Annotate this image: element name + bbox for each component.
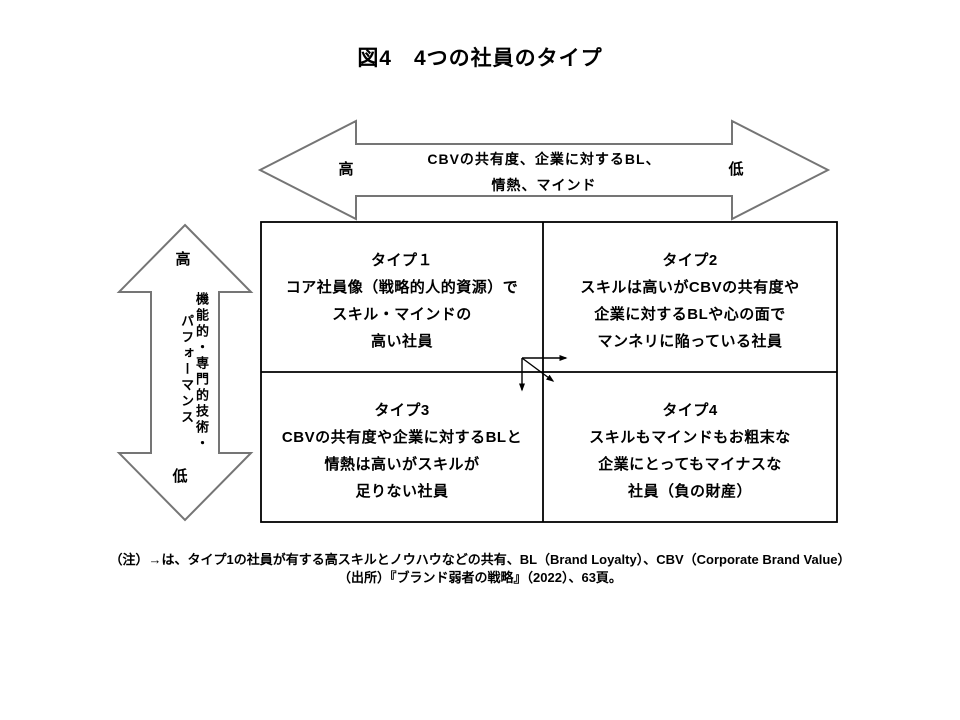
- quadrant-type2-line1: スキルは高いがCBVの共有度や: [580, 279, 800, 296]
- v-axis-title-line2: パフォーマンス: [179, 314, 195, 426]
- horizontal-double-arrow-icon: [257, 119, 831, 221]
- v-axis-title-line1: 機能的・専門的技術・: [194, 292, 209, 452]
- quadrant-type4-line3: 社員（負の財産）: [627, 483, 752, 500]
- quadrant-type2-line3: マンネリに陥っている社員: [597, 333, 783, 350]
- quadrant-type1-title: タイプ１: [370, 252, 433, 269]
- quadrant-type4: タイプ4 スキルもマインドもお粗末な 企業にとってもマイナスな 社員（負の財産）: [543, 372, 837, 522]
- quadrant-grid: [260, 221, 838, 523]
- footnote-line1: （注）→は、タイプ1の社員が有する高スキルとノウハウなどの共有、BL（Brand…: [109, 552, 851, 567]
- quadrant-type1: タイプ１ コア社員像（戦略的人的資源）で スキル・マインドの 高い社員: [261, 222, 543, 372]
- footnote-line2: （出所）『ブランド弱者の戦略』（2022）、63頁。: [338, 570, 622, 585]
- transfer-arrows: [519, 355, 568, 392]
- quadrant-type4-line2: 企業にとってもマイナスな: [598, 456, 782, 473]
- quadrant-type4-title: タイプ4: [662, 402, 718, 419]
- quadrant-type3-line1: CBVの共有度や企業に対するBLと: [281, 429, 523, 446]
- h-axis-high-label: 高: [338, 161, 354, 178]
- footnote-source: （注）→は、タイプ1の社員が有する高スキルとノウハウなどの共有、BL（Brand…: [0, 551, 960, 587]
- quadrant-type3-line3: 足りない社員: [355, 483, 449, 500]
- page-title: 図4 4つの社員のタイプ: [357, 47, 603, 70]
- quadrant-type3: タイプ3 CBVの共有度や企業に対するBLと 情熱は高いがスキルが 足りない社員: [261, 372, 543, 522]
- quadrant-type2-line2: 企業に対するBLや心の面で: [594, 306, 786, 323]
- h-axis-title: CBVの共有度、企業に対するBL、 情熱、マインド: [356, 146, 732, 198]
- v-axis-high-label: 高: [175, 251, 191, 268]
- vertical-double-arrow-icon: [116, 223, 254, 522]
- quadrant-type3-title: タイプ3: [374, 402, 430, 419]
- quadrant-type1-line2: スキル・マインドの: [332, 306, 472, 323]
- transfer-arrow-diagonal-icon: [521, 357, 555, 382]
- quadrant-type2-title: タイプ2: [662, 252, 718, 269]
- h-axis-title-line1: CBVの共有度、企業に対するBL、: [427, 151, 661, 167]
- quadrant-type3-line2: 情熱は高いがスキルが: [324, 456, 480, 473]
- h-axis-title-line2: 情熱、マインド: [491, 177, 597, 193]
- quadrant-type2: タイプ2 スキルは高いがCBVの共有度や 企業に対するBLや心の面で マンネリに…: [543, 222, 837, 372]
- v-axis-title: 機能的・専門的技術・ パフォーマンス: [162, 292, 209, 462]
- quadrant-type4-line1: スキルもマインドもお粗末な: [589, 429, 791, 446]
- h-axis-low-label: 低: [728, 161, 744, 178]
- v-axis-low-label: 低: [172, 468, 188, 485]
- quadrant-type1-line3: 高い社員: [370, 333, 433, 350]
- quadrant-type1-line1: コア社員像（戦略的人的資源）で: [285, 279, 519, 296]
